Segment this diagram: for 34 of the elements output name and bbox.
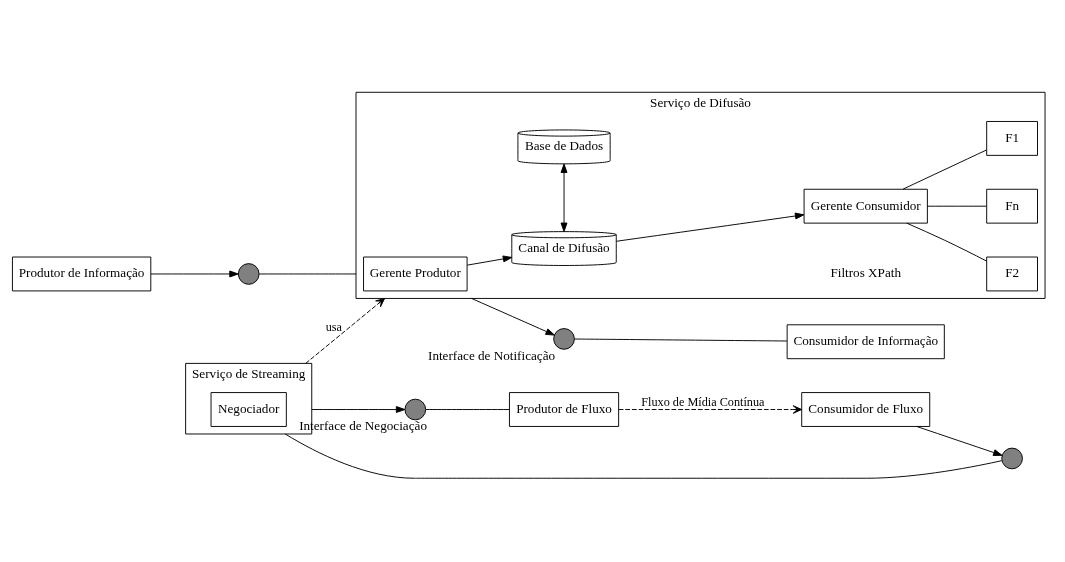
- connector: [284, 433, 1003, 479]
- node-box: Consumidor de Informação: [786, 323, 945, 359]
- node-box: Consumidor de Fluxo: [801, 391, 931, 427]
- connector: [258, 273, 357, 274]
- arrow: [305, 297, 386, 364]
- node-box: Produtor de Fluxo: [508, 391, 620, 427]
- arrow: [618, 404, 803, 414]
- node-box: Negociador: [210, 391, 287, 427]
- arrow: [471, 297, 555, 336]
- connector: [425, 408, 510, 410]
- node-box: Produtor de Informação: [11, 256, 152, 291]
- node-circle: [553, 327, 575, 350]
- arrow: [311, 405, 406, 413]
- node-box: Gerente Consumidor: [803, 188, 928, 224]
- connector: [927, 205, 987, 207]
- arrow: [150, 270, 239, 277]
- arrow: [616, 212, 805, 242]
- node-box: F2: [986, 256, 1038, 291]
- connector: [574, 338, 788, 341]
- edge-label: usa: [325, 319, 343, 334]
- node-circle: [1001, 447, 1023, 469]
- node-circle: [237, 262, 260, 285]
- node-box: F1: [986, 120, 1038, 156]
- arrow: [560, 163, 568, 232]
- arrow: [916, 425, 1003, 456]
- edge-label: Fluxo de Mídia Contínua: [641, 394, 765, 409]
- node-box: Fn: [986, 188, 1038, 224]
- label: Filtros XPath: [830, 264, 901, 280]
- node-box: Gerente Produtor: [363, 256, 468, 291]
- connector: [902, 149, 987, 190]
- arrow: [466, 255, 513, 266]
- connector: [906, 222, 988, 262]
- node-circle: [404, 398, 427, 420]
- node-label: Interface de Notificação: [428, 347, 556, 363]
